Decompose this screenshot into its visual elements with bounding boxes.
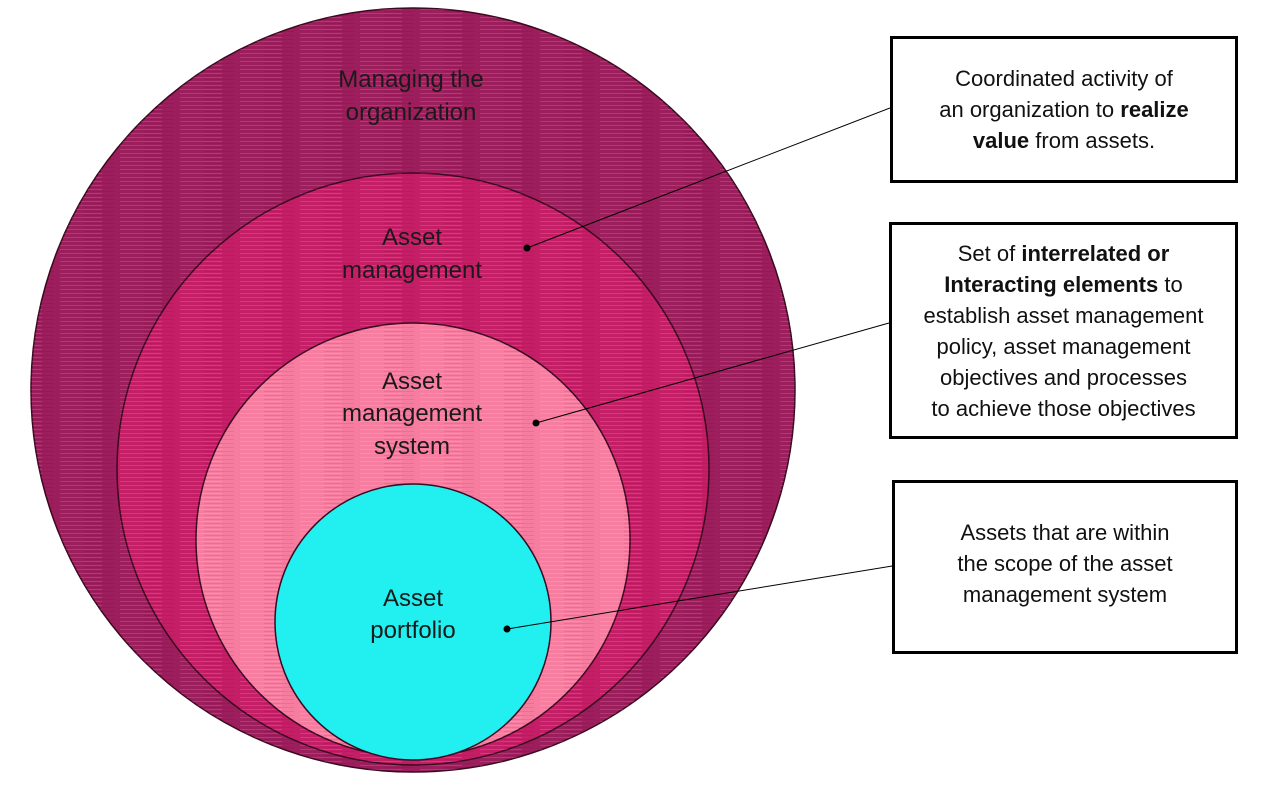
callout-2-line5: objectives and processes [939, 364, 1188, 390]
callout-1-line3: value from assets. [972, 128, 1156, 153]
label-organization-line1: Managing the [338, 66, 483, 93]
callout-am-system: Set of interrelated or Interacting eleme… [889, 222, 1238, 439]
leader-line-portfolio [506, 565, 893, 630]
label-am-system-line1: Asset [382, 368, 442, 395]
leader-dot-asset-management [523, 244, 531, 252]
callout-3-line3: management system [962, 582, 1168, 607]
label-organization-line2: organization [346, 99, 477, 126]
callout-3-line2: the scope of the asset [957, 551, 1173, 576]
callout-2-line3: establish asset management [923, 302, 1204, 328]
leader-line-asset-management [526, 107, 891, 249]
label-am-system-line3: system [374, 433, 450, 460]
label-portfolio-line1: Asset [383, 585, 443, 612]
callout-3-line1: Assets that are within [960, 520, 1170, 545]
callout-2-line6: to achieve those objectives [931, 395, 1196, 421]
leader-dot-am-system [532, 419, 540, 427]
callout-2-line2: Interacting elements to [944, 271, 1183, 297]
callout-2-line4: policy, asset management [936, 333, 1191, 359]
leader-dot-portfolio [503, 625, 511, 633]
callout-2-line1: Set of interrelated or [957, 240, 1170, 266]
label-asset-management-line2: management [342, 257, 482, 284]
label-asset-management-line1: Asset [382, 224, 442, 251]
label-am-system-line2: management [342, 400, 482, 427]
leader-line-am-system [535, 322, 890, 424]
label-portfolio-line2: portfolio [370, 617, 455, 644]
callout-1-line1: Coordinated activity of [955, 66, 1173, 91]
callout-portfolio: Assets that are within the scope of the … [892, 480, 1238, 654]
callout-asset-management: Coordinated activity of an organization … [890, 36, 1238, 183]
callout-1-line2: an organization to realize [939, 97, 1189, 122]
